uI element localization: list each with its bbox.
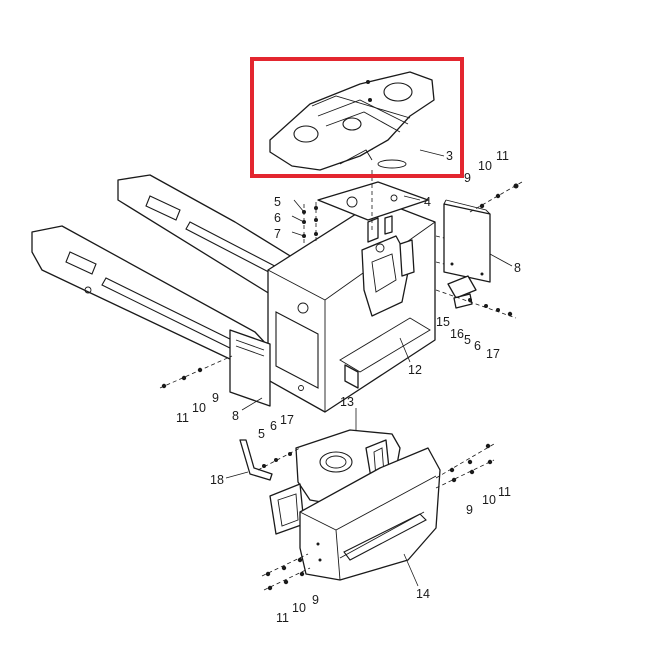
- label-5-mid: 5: [464, 333, 471, 347]
- side-cover-plate-right: [443, 199, 491, 283]
- chassis-frame: [267, 199, 436, 413]
- side-cover-plate-left: [229, 329, 271, 407]
- hardware-right-low: [435, 443, 495, 489]
- hardware-bottom: [261, 553, 311, 591]
- link-18: [239, 439, 273, 481]
- label-15: 15: [436, 315, 450, 329]
- label-6-mid: 6: [474, 339, 481, 353]
- label-10-right-low: 10: [482, 493, 496, 507]
- label-11-tr: 11: [496, 149, 509, 163]
- label-10-tr: 10: [478, 159, 492, 173]
- rear-counterweight-cover: [299, 447, 441, 581]
- highlight-box: [250, 57, 464, 178]
- label-9-left: 9: [212, 391, 219, 405]
- label-5-top: 5: [274, 195, 281, 209]
- leader-lines: [225, 149, 513, 587]
- label-17-mid: 17: [486, 347, 500, 361]
- hardware-top: [302, 202, 318, 244]
- label-10-left: 10: [192, 401, 206, 415]
- label-11-left: 11: [176, 411, 189, 425]
- label-13: 13: [340, 395, 354, 409]
- hardware-low-mid: [257, 447, 301, 471]
- label-11-right-low: 11: [498, 485, 511, 499]
- hardware-mid-right: [435, 289, 517, 319]
- lift-mechanism: [361, 215, 415, 317]
- label-16: 16: [450, 327, 464, 341]
- fork-front: [31, 225, 269, 361]
- label-10-bottom: 10: [292, 601, 306, 615]
- top-cover: [269, 71, 435, 171]
- label-9-bottom: 9: [312, 593, 319, 607]
- label-7-top: 7: [274, 227, 281, 241]
- label-9-right-low: 9: [466, 503, 473, 517]
- label-14: 14: [416, 587, 430, 601]
- label-6-top: 6: [274, 211, 281, 225]
- label-8-right: 8: [514, 261, 521, 275]
- label-11-bottom: 11: [276, 611, 289, 625]
- hardware-tr: [469, 181, 523, 213]
- label-4: 4: [424, 195, 431, 209]
- label-18: 18: [210, 473, 224, 487]
- label-17-low: 17: [280, 413, 294, 427]
- label-8-left: 8: [232, 409, 239, 423]
- label-6-low: 6: [270, 419, 277, 433]
- label-5-low: 5: [258, 427, 265, 441]
- bracket-15-16: [447, 275, 477, 309]
- label-12: 12: [408, 363, 422, 377]
- label-9-tr: 9: [464, 171, 471, 185]
- hardware-left: [159, 355, 233, 389]
- label-3: 3: [446, 149, 453, 163]
- mounting-plate: [317, 181, 429, 221]
